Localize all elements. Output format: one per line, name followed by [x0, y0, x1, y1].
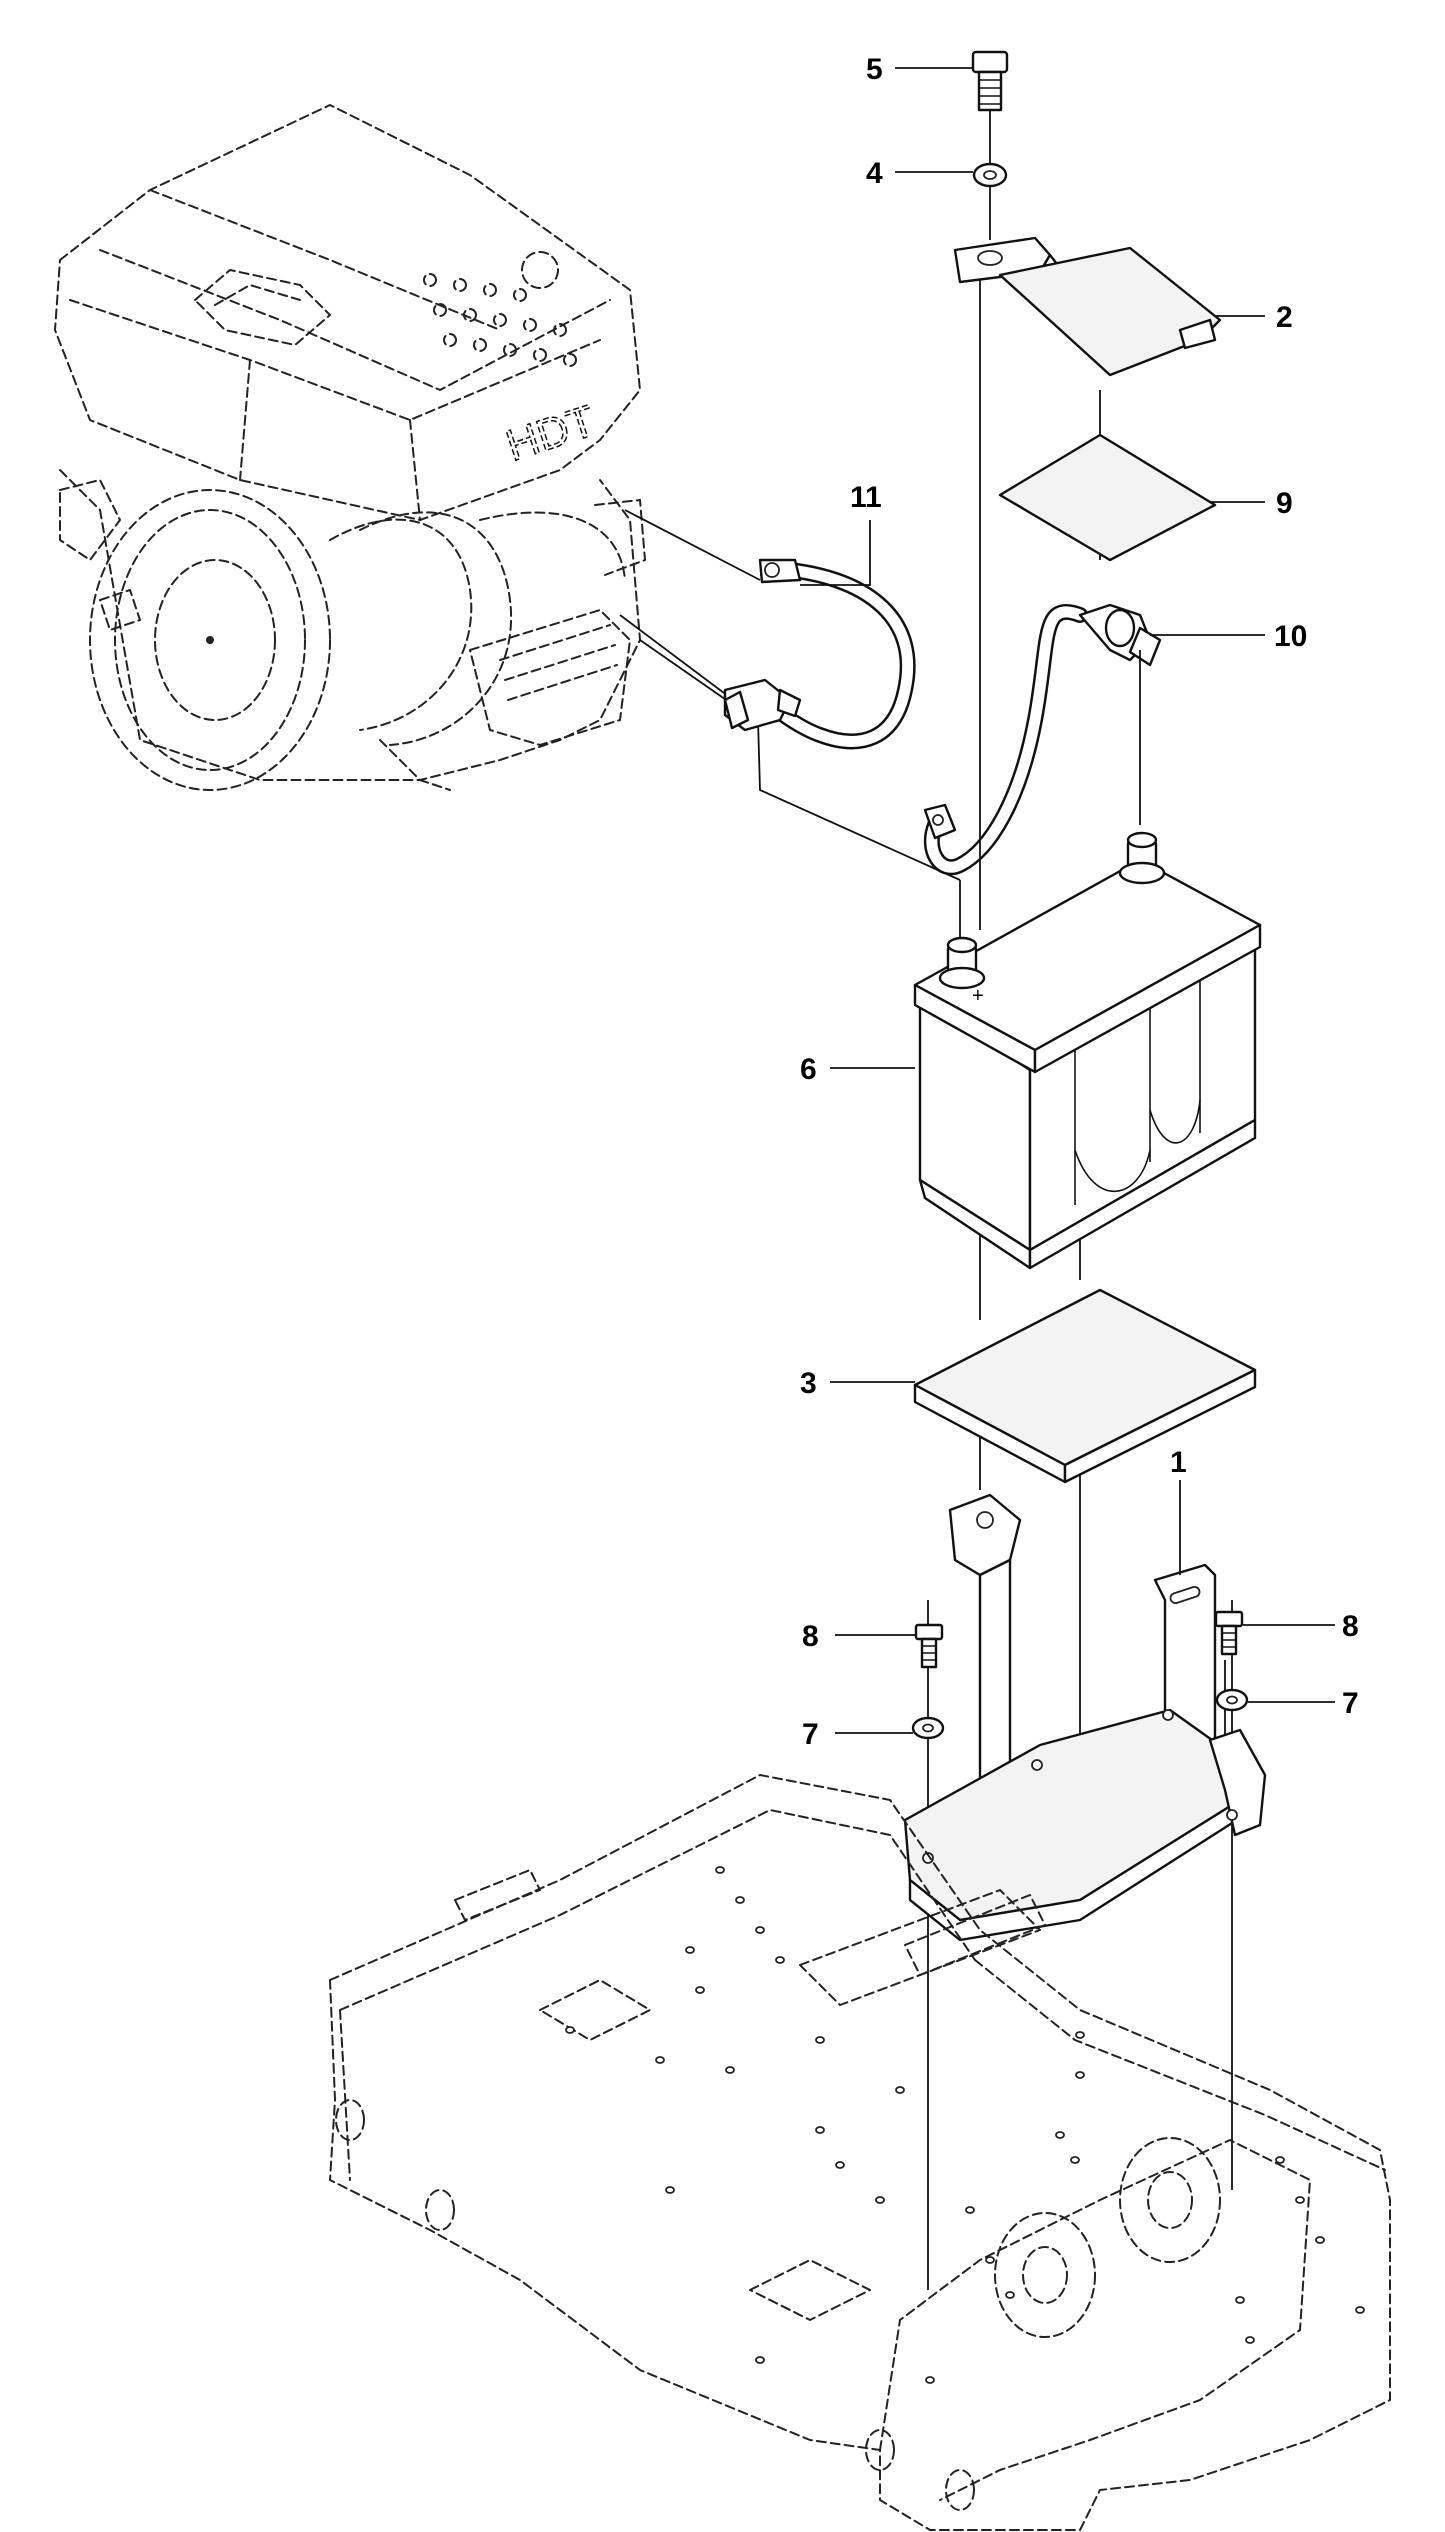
callout-8-right: 8	[1342, 1610, 1359, 1643]
callout-1: 1	[1170, 1446, 1187, 1479]
callout-3: 3	[800, 1367, 817, 1400]
bolt-left	[914, 1623, 944, 1669]
washer-top	[972, 162, 1008, 188]
battery-tray	[903, 1493, 1267, 1942]
callout-leaders	[800, 67, 1335, 1734]
engine-phantom: HDT	[54, 104, 646, 791]
callout-8-left: 8	[802, 1620, 819, 1653]
callout-5: 5	[866, 53, 883, 86]
positive-cable-10	[923, 603, 1162, 876]
callout-9: 9	[1276, 487, 1293, 520]
top-pad	[998, 433, 1217, 562]
battery-hold-down-bracket	[953, 236, 1222, 377]
frame-holes	[565, 1866, 1365, 2384]
callout-11: 11	[850, 481, 882, 514]
bolt-top	[971, 50, 1009, 112]
battery-terminal-mark: +	[972, 985, 984, 1007]
battery-base-pad	[913, 1288, 1257, 1484]
frame-phantom	[329, 1774, 1391, 2531]
callout-10: 10	[1274, 620, 1307, 653]
callout-7-right: 7	[1342, 1687, 1359, 1720]
washer-left	[911, 1716, 945, 1740]
washer-right	[1215, 1688, 1249, 1712]
engine-marking: HDT	[500, 396, 601, 471]
bolt-right	[1214, 1610, 1244, 1656]
engine-vent-dots	[423, 251, 577, 367]
callout-4: 4	[866, 157, 883, 190]
callout-numbers: 5 4 2 9 11 10 6 3 1 8 7 8 7	[800, 53, 1359, 1751]
callout-6: 6	[800, 1053, 817, 1086]
callout-7-left: 7	[802, 1718, 819, 1751]
negative-cable-11	[723, 558, 916, 750]
battery: +	[913, 831, 1262, 1270]
callout-2: 2	[1276, 301, 1293, 334]
